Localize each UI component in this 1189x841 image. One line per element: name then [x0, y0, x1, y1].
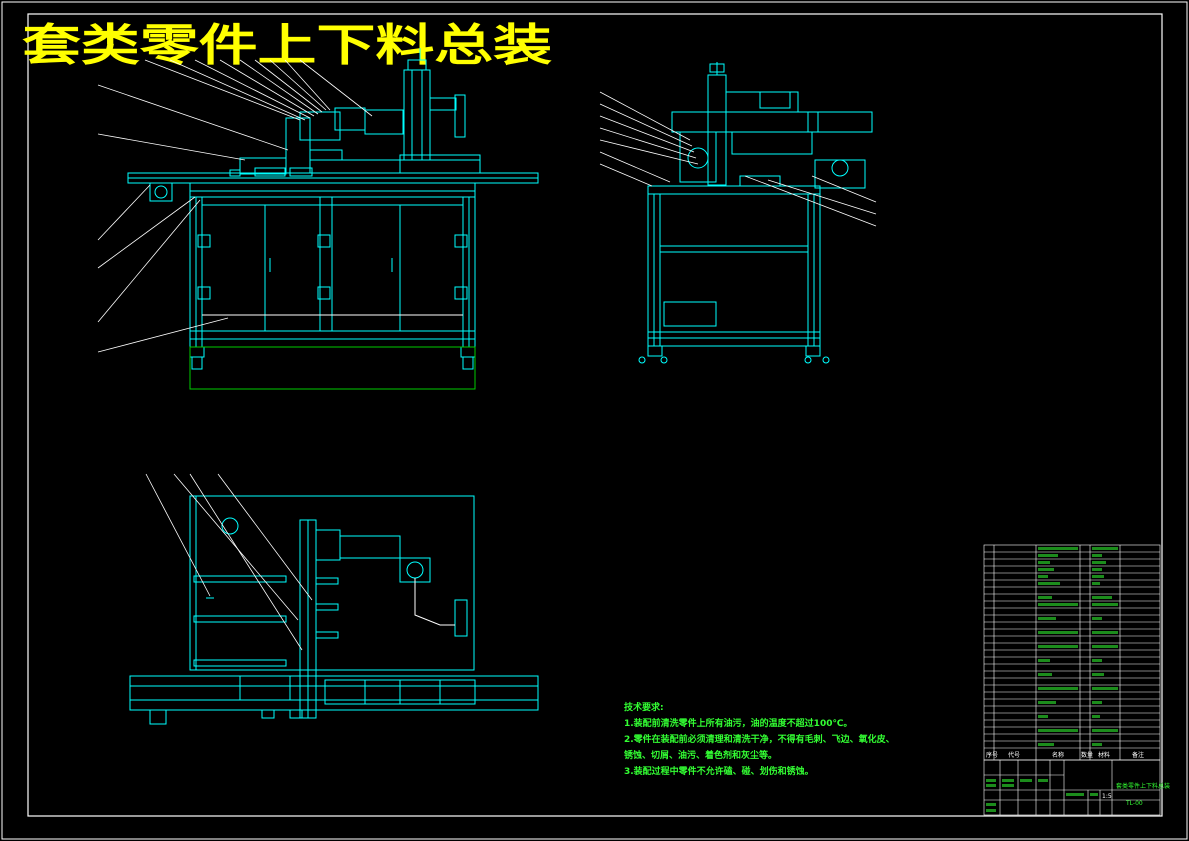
technical-requirement-line: 锈蚀、切屑、油污、着色剂和灰尘等。: [624, 751, 778, 761]
leader-lines-front: [97, 59, 373, 353]
front-view: [127, 48, 539, 370]
technical-requirements-heading: 技术要求:: [624, 703, 664, 713]
parts-header-remark: 备注: [1132, 751, 1144, 759]
parts-list-header: 序号 代号 名称 数量 材料 备注: [986, 751, 1144, 759]
technical-requirement-line: 2.零件在装配前必须清理和清洗干净，不得有毛刺、飞边、氧化皮、: [624, 735, 895, 745]
parts-header-name: 名称: [1052, 751, 1064, 759]
parts-header-material: 材料: [1098, 751, 1110, 759]
parts-header-code: 代号: [1008, 751, 1020, 759]
parts-header-no: 序号: [986, 751, 998, 759]
technical-requirements: 技术要求: 1.装配前清洗零件上所有油污，油的温度不超过100℃。 2.零件在装…: [624, 700, 895, 780]
top-view: [129, 495, 539, 725]
title-block-drawing-name: 套类零件上下料总装: [1116, 782, 1170, 790]
technical-requirement-line: 1.装配前清洗零件上所有油污，油的温度不超过100℃。: [624, 719, 853, 729]
drawing-title: 套类零件上下料总装: [22, 20, 552, 71]
leader-lines-top: [145, 473, 313, 651]
title-block: [983, 759, 1161, 816]
drawing-frame: [27, 13, 1163, 817]
leader-lines-side: [599, 91, 877, 227]
technical-requirement-line: 3.装配过程中零件不允许磕、碰、划伤和锈蚀。: [624, 767, 814, 777]
title-block-fill: [986, 779, 1098, 812]
title-block-scale: 1:5: [1102, 793, 1112, 800]
side-view: [638, 62, 873, 364]
top-view-linkage: [414, 578, 455, 626]
floor-outline: [189, 346, 476, 390]
title-block-drawing-number: TL-00: [1125, 800, 1143, 807]
parts-list-fill: [1038, 547, 1118, 746]
parts-header-qty: 数量: [1081, 751, 1093, 759]
parts-list-table: [983, 544, 1161, 761]
